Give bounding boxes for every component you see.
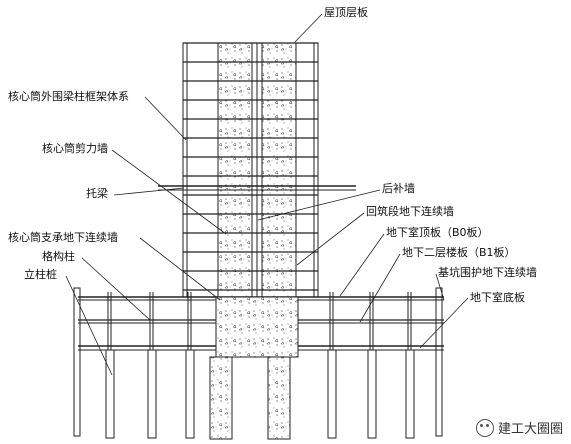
leader-line [294,13,323,43]
leader-line [359,253,401,323]
leader-line [111,149,227,235]
core-pile-left [209,356,233,440]
label-post-cast-wall: 后补墙 [382,182,415,195]
retaining-wall-right [435,287,443,437]
label-outer-frame: 核心筒外围梁柱框架体系 [8,90,129,103]
core-wall-right [261,42,297,298]
leader-line [139,237,221,301]
label-shear-wall: 核心筒剪力墙 [42,142,108,155]
label-b1-slab: 地下二层楼板（B1板） [402,246,516,259]
core-wall-left [217,42,253,298]
leader-line [113,187,185,196]
wechat-icon [476,418,494,437]
leader-line [339,233,385,297]
support-wall [215,296,299,358]
pile-column [185,349,195,439]
leader-line [435,273,445,301]
core-pile-right [267,356,291,440]
leader-line [144,96,187,141]
pile-column [105,349,115,439]
leader-line [296,212,365,266]
pile-column [405,349,415,439]
leader-line [65,275,113,376]
label-b0-slab: 地下室顶板（B0板） [386,226,489,239]
pile-column [327,349,337,439]
leader-lines [65,13,469,376]
label-backfill-wall: 回筑段地下连续墙 [366,205,454,218]
label-support-wall: 核心筒支承地下连续墙 [8,231,118,244]
label-pile-column: 立柱桩 [24,268,57,281]
watermark-text: 建工大圈圈 [498,422,564,437]
pile-column [367,349,377,439]
retaining-wall-left [73,287,81,437]
label-base-slab: 地下室底板 [470,291,525,304]
label-retaining-wall: 基坑围护地下连续墙 [438,266,537,279]
leader-line [81,257,151,321]
label-transfer-beam: 托梁 [86,187,108,200]
leader-line [257,189,381,221]
outer-frame [158,42,356,298]
leader-line [419,297,469,349]
pile-column [147,349,157,439]
label-roof-slab: 屋顶层板 [324,6,368,19]
underground-structure [73,287,444,440]
watermark: 建工大圈圈 [476,418,563,437]
label-lattice-column: 格构柱 [42,250,75,263]
